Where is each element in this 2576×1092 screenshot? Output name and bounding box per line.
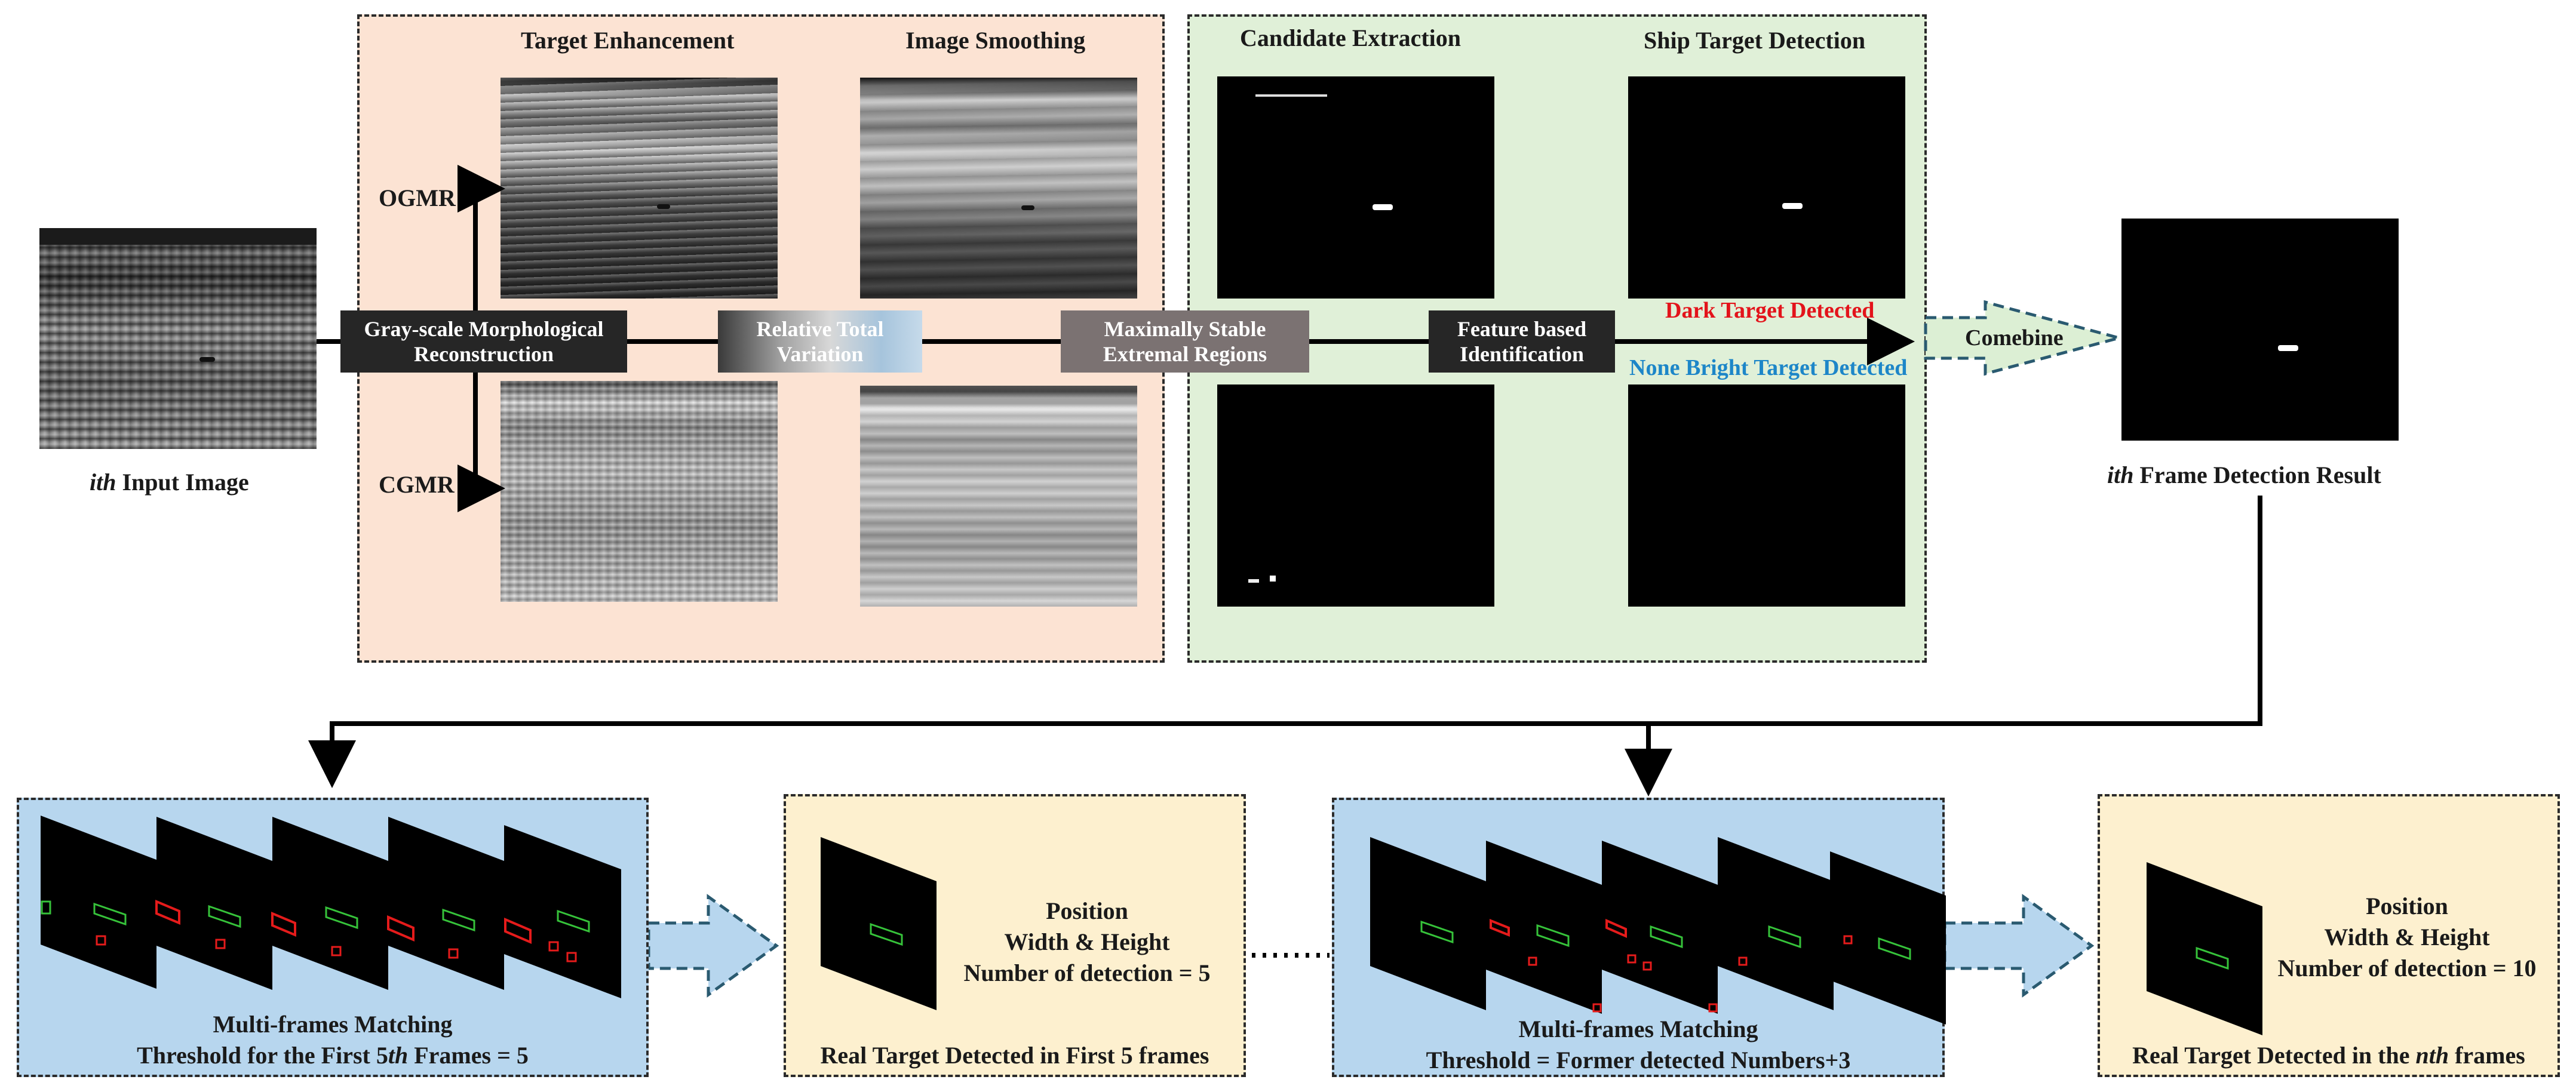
real1-detection-count: Number of detection = 5: [963, 959, 1211, 986]
cgmr-smoothed-image: [860, 386, 1137, 607]
mf2-title: Multi-frames Matching: [1518, 1016, 1758, 1042]
frame-result-image: [2121, 219, 2399, 441]
input-image-caption: ith Input Image: [90, 469, 249, 496]
cgmr-label: CGMR: [379, 471, 455, 498]
real2-width-height: Width & Height: [2324, 924, 2490, 950]
frame-stack-2: [1370, 837, 1946, 1025]
image-smoothing-heading: Image Smoothing: [905, 27, 1086, 54]
real1-width-height: Width & Height: [1004, 928, 1170, 955]
none-bright-target-label: None Bright Target Detected: [1629, 355, 1908, 380]
real-frame-2: [2147, 862, 2262, 1035]
input-image: [39, 228, 317, 449]
real2-caption: Real Target Detected in the nth frames: [2132, 1042, 2525, 1069]
ogmr-smoothed-image: [860, 78, 1137, 299]
bright-detection-image: [1628, 384, 1905, 607]
mf1-threshold: Threshold for the First 5th Frames = 5: [137, 1042, 529, 1069]
frame-result-caption: ith Frame Detection Result: [2107, 462, 2381, 488]
real1-caption: Real Target Detected in First 5 frames: [820, 1042, 1209, 1069]
real2-detection-count: Number of detection = 10: [2277, 955, 2537, 982]
candidate-extraction-heading: Candidate Extraction: [1240, 24, 1461, 51]
dark-target-detected-label: Dark Target Detected: [1665, 298, 1875, 323]
cgmr-enhanced-image: [501, 381, 778, 602]
frame-stack-1: [41, 816, 621, 998]
dark-detection-image: [1628, 76, 1905, 299]
mf2-threshold: Threshold = Former detected Numbers+3: [1426, 1047, 1851, 1073]
ogmr-label: OGMR: [379, 184, 456, 211]
ogmr-enhanced-image: [501, 78, 778, 299]
candidate-dark-image: [1217, 76, 1494, 299]
real-frame-1: [821, 837, 937, 1010]
mf1-title: Multi-frames Matching: [213, 1011, 453, 1038]
real1-position: Position: [1046, 897, 1128, 924]
real2-position: Position: [2366, 893, 2448, 919]
ship-target-detection-heading: Ship Target Detection: [1644, 27, 1866, 54]
ship-blob: [199, 357, 215, 362]
combine-label: Comebine: [1965, 325, 2064, 350]
target-enhancement-heading: Target Enhancement: [521, 27, 735, 54]
candidate-bright-image: [1217, 384, 1494, 607]
